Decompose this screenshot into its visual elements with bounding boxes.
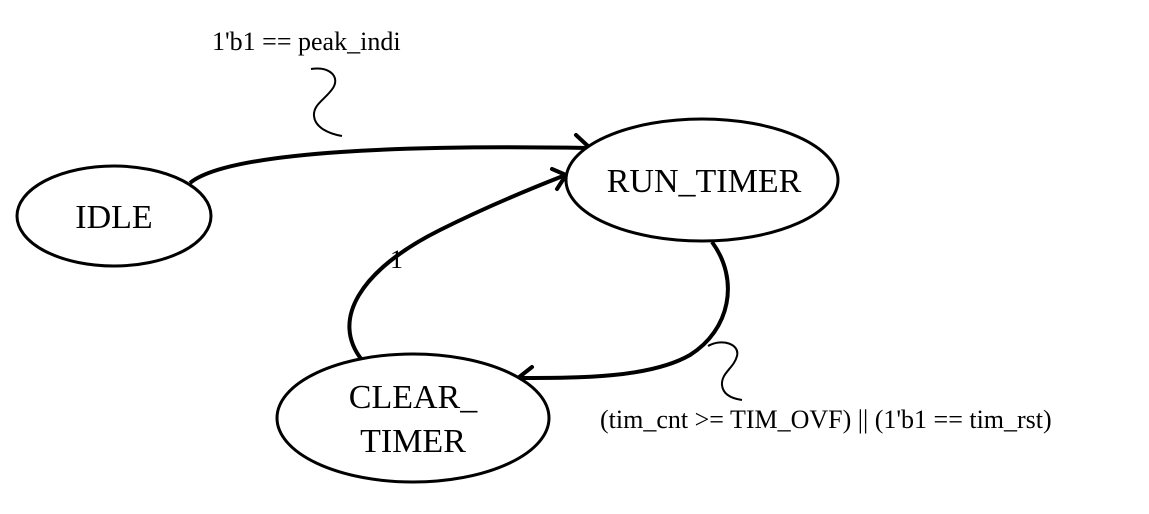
squiggle-run-timer-to-clear bbox=[707, 341, 743, 401]
state-run-timer-shape bbox=[564, 117, 840, 243]
state-idle-shape bbox=[15, 164, 213, 268]
squiggle-idle-to-run-timer bbox=[310, 67, 343, 137]
state-run-timer: RUN_TIMER bbox=[564, 117, 840, 243]
transition-idle-to-run-timer: 1'b1 == peak_indi bbox=[188, 27, 592, 185]
edge-run-timer-to-clear bbox=[517, 240, 730, 380]
label-idle-to-run-timer: 1'b1 == peak_indi bbox=[212, 27, 401, 56]
label-run-timer-to-clear: (tim_cnt >= TIM_OVF) || (1'b1 == tim_rst… bbox=[600, 405, 1052, 434]
transition-run-timer-to-clear: (tim_cnt >= TIM_OVF) || (1'b1 == tim_rst… bbox=[516, 240, 1052, 434]
edge-idle-to-run-timer bbox=[188, 145, 589, 185]
edge-clear-to-run-timer bbox=[347, 174, 564, 362]
transition-clear-to-run-timer: 1 bbox=[347, 167, 568, 362]
state-clear-timer: CLEAR_ TIMER bbox=[275, 352, 551, 484]
state-clear-timer-shape bbox=[275, 352, 551, 484]
state-clear-timer-label-line2: TIMER bbox=[360, 423, 466, 460]
state-clear-timer-label-line1: CLEAR_ bbox=[349, 379, 478, 416]
state-idle: IDLE bbox=[15, 164, 213, 268]
state-run-timer-label: RUN_TIMER bbox=[607, 163, 802, 200]
label-clear-to-run-timer: 1 bbox=[390, 245, 403, 274]
state-idle-label: IDLE bbox=[75, 199, 152, 236]
